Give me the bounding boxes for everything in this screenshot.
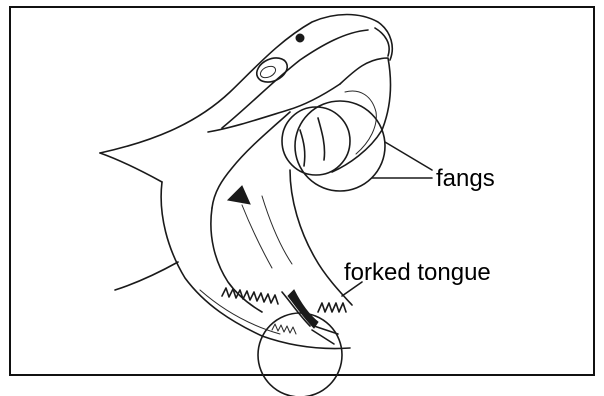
fangs-leader-line-1 <box>385 142 432 170</box>
tongue-highlight-circle <box>258 313 342 396</box>
neck-bottom <box>100 153 162 182</box>
lower-front-teeth <box>318 303 346 312</box>
diagram-frame <box>10 7 594 375</box>
forked-tongue-label: forked tongue <box>344 259 491 286</box>
fang-front <box>318 118 325 160</box>
upper-lip <box>332 58 390 172</box>
eye-inner <box>259 64 278 80</box>
throat-mark <box>228 186 250 204</box>
chin-line <box>115 262 178 290</box>
throat-lines <box>242 196 292 268</box>
tongue-body <box>288 290 318 328</box>
lower-teeth <box>222 288 278 304</box>
fang-highlight-circle-1 <box>282 107 350 175</box>
lower-jaw-outline <box>161 182 350 349</box>
fangs-label: fangs <box>436 165 495 192</box>
eye <box>253 53 291 86</box>
snake-head-drawing <box>100 15 392 349</box>
nostril <box>296 34 304 42</box>
fang-rear <box>300 130 305 166</box>
